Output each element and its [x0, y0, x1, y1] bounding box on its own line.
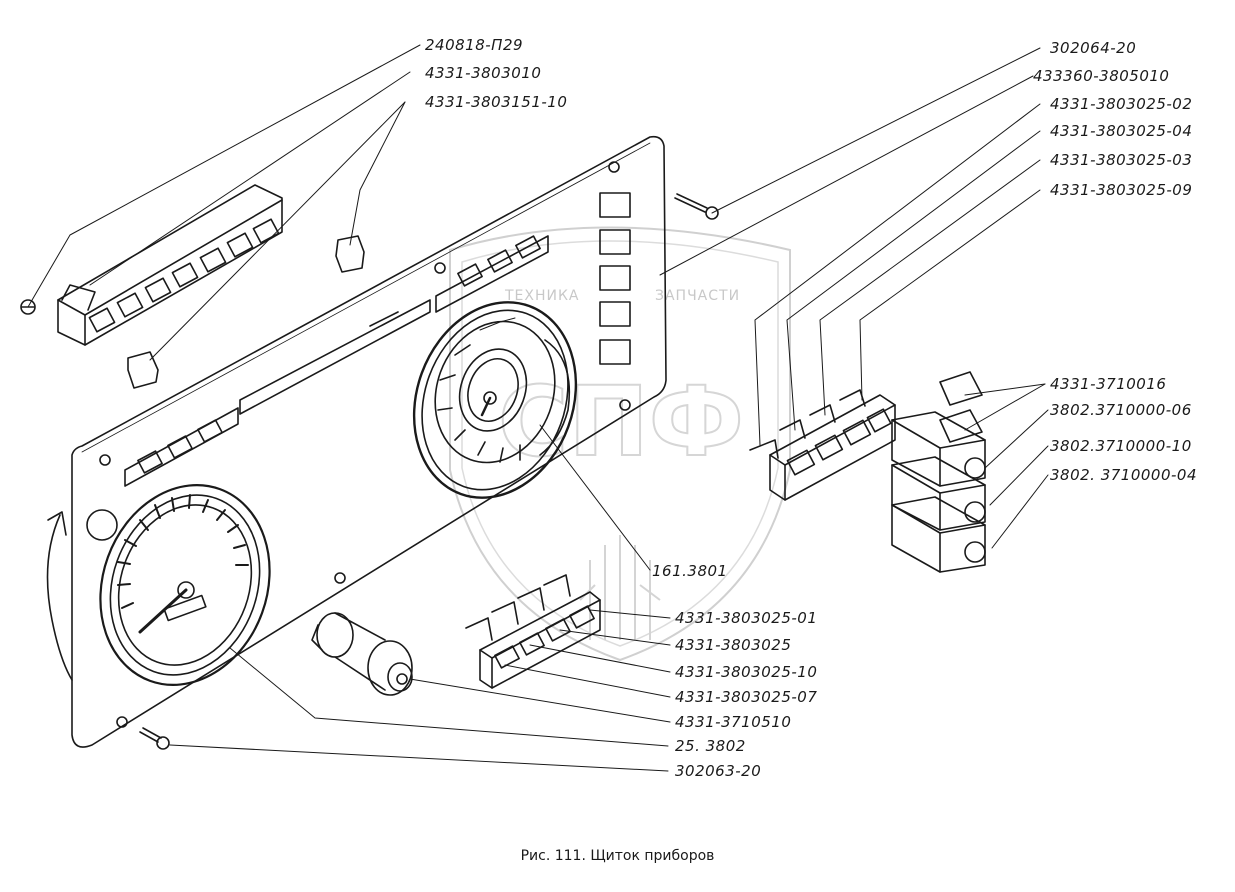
figure-caption: Рис. 111. Щиток приборов [520, 848, 715, 864]
label-4331-3803151-10: 4331-3803151-10 [425, 93, 567, 111]
speedometer [99, 484, 271, 686]
screw-top [674, 193, 719, 220]
label-4331-3710510: 4331-3710510 [675, 713, 791, 731]
watermark-wheat [579, 535, 661, 640]
label-4331-3803025-02: 4331-3803025-02 [1050, 95, 1192, 113]
label-4331-3803025-04: 4331-3803025-04 [1050, 122, 1192, 140]
watermark: СПФ ТЕХНИКА ЗАПЧАСТИ [449, 226, 791, 662]
label-3802-3710000-10: 3802.3710000-10 [1050, 437, 1192, 455]
label-3802-3710000-04: 3802. 3710000-04 [1050, 466, 1197, 484]
combined-instrument [412, 301, 578, 499]
label-302064-20: 302064-20 [1050, 39, 1136, 57]
watermark-logo: СПФ [498, 366, 744, 478]
warning-lamp-block [57, 184, 283, 346]
label-4331-3803025-07: 4331-3803025-07 [675, 688, 817, 706]
leader-lines [27, 44, 1049, 772]
label-3802-3710000-06: 3802.3710000-06 [1050, 401, 1192, 419]
cigarette-lighter [311, 612, 413, 696]
switch-blocks-stack [891, 371, 986, 573]
label-302063-20: 302063-20 [675, 762, 761, 780]
screw-bottom [139, 727, 170, 750]
lamp-holder [127, 235, 365, 389]
label-433360-3805010: 433360-3805010 [1033, 67, 1169, 85]
label-4331-3803025-03: 4331-3803025-03 [1050, 151, 1192, 169]
label-240818-p29: 240818-П29 [425, 36, 523, 54]
label-161-3801: 161.3801 [652, 562, 728, 580]
label-4331-3803025-10: 4331-3803025-10 [675, 663, 817, 681]
label-4331-3803025-09: 4331-3803025-09 [1050, 181, 1192, 199]
label-4331-3803025-01: 4331-3803025-01 [675, 609, 817, 627]
part-labels: 240818-П29 4331-3803010 4331-3803151-10 … [425, 36, 1197, 780]
label-4331-3710016: 4331-3710016 [1050, 375, 1166, 393]
label-4331-3803010: 4331-3803010 [425, 64, 541, 82]
switch-group-bottom [465, 574, 601, 689]
dashboard-panel [46, 135, 667, 748]
label-25-3802: 25. 3802 [675, 737, 746, 755]
watermark-line1: ТЕХНИКА [504, 288, 580, 304]
switch-group-right [749, 389, 896, 501]
watermark-line2: ЗАПЧАСТИ [655, 288, 740, 304]
label-4331-3803025: 4331-3803025 [675, 636, 791, 654]
